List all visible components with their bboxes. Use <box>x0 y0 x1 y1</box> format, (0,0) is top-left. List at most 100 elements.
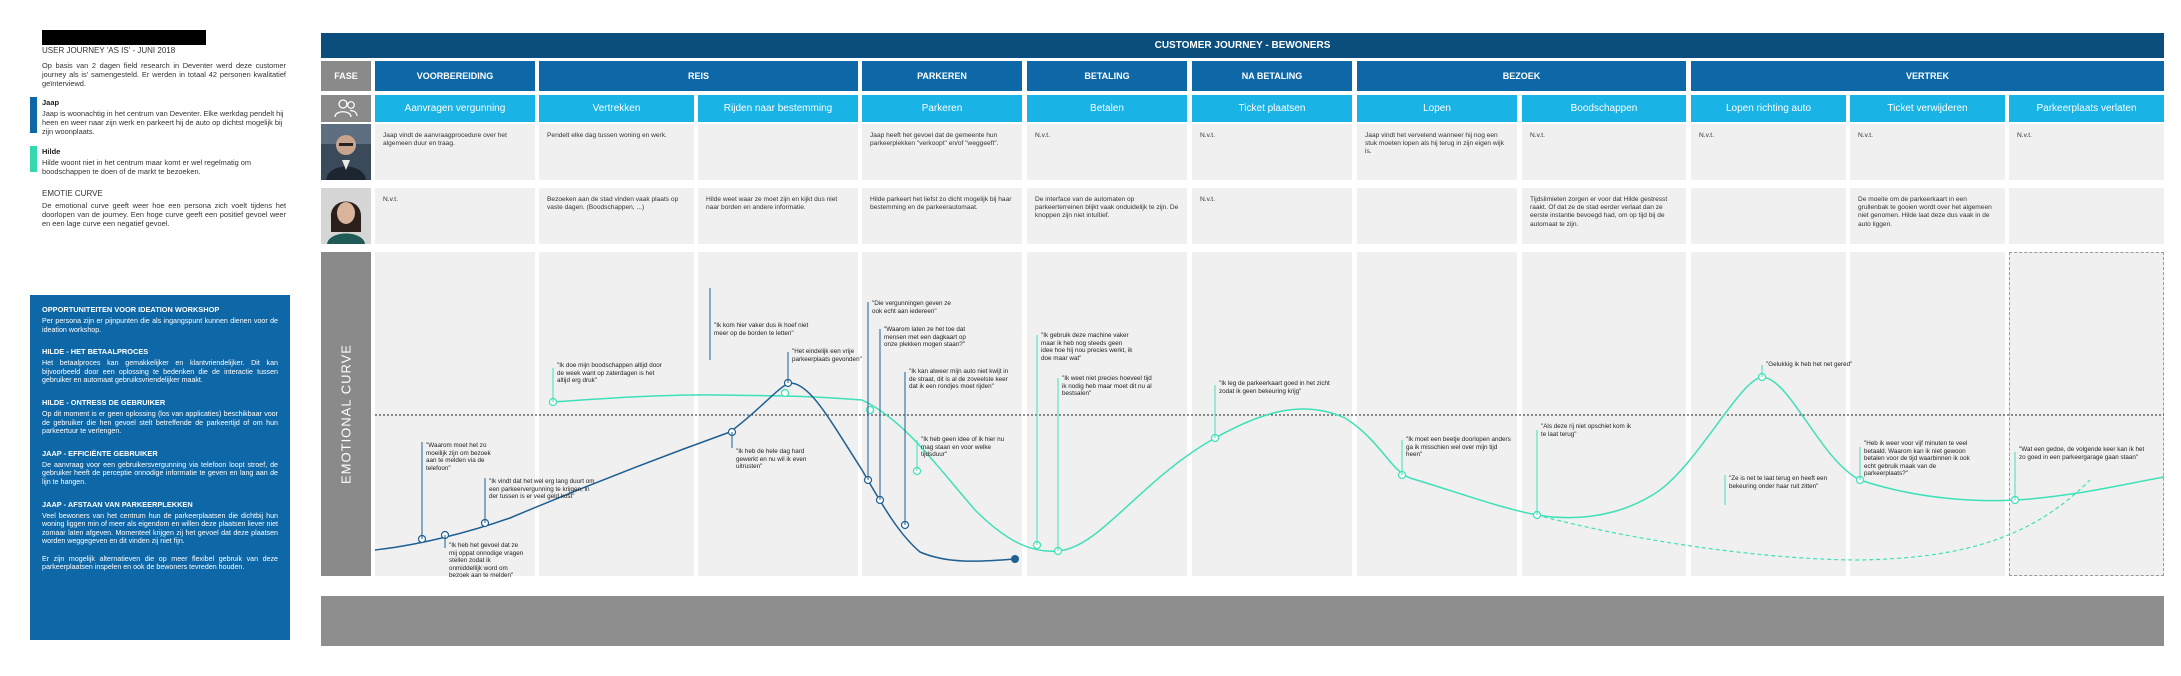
quote: "Ik gebruik deze machine vaker maar ik h… <box>1041 332 1133 362</box>
footer-bar <box>321 596 2164 646</box>
quote: "Ik heb het gevoel dat ze mij oppat onno… <box>449 542 524 580</box>
opp-text: Per persona zijn er pijnpunten die als i… <box>42 317 278 334</box>
phase-na-betaling: NA BETALING <box>1192 61 1352 91</box>
quote: "Het eindelijk een vrije parkeerplaats g… <box>792 348 862 363</box>
curve-column <box>698 252 858 576</box>
opp-text: De aanvraag voor een gebruikersvergunnin… <box>42 460 278 486</box>
opp-text: Op dit moment is er geen oplossing (los … <box>42 409 278 436</box>
jaap-cell: N.v.t. <box>1027 124 1187 180</box>
hilde-cell: Tijdslimieten zorgen er voor dat Hilde g… <box>1522 188 1686 244</box>
curve-column <box>375 252 535 576</box>
sidebar-title: USER JOURNEY 'AS IS' - JUNI 2018 <box>42 46 176 55</box>
redacted-header <box>42 30 206 45</box>
persona-text-hilde: Hilde woont niet in het centrum maar kom… <box>42 158 252 177</box>
quote: "Ik weet niet precies hoeveel tijd ik no… <box>1062 375 1152 398</box>
emotional-curve-label-box: EMOTIONAL CURVE <box>321 252 371 576</box>
curve-column <box>1850 252 2005 576</box>
hilde-cell: De moeite om de parkeerkaart in een grul… <box>1850 188 2005 244</box>
avatar-jaap <box>321 124 371 180</box>
phase-vertrek: VERTREK <box>1691 61 2164 91</box>
persona-name-jaap: Jaap <box>42 98 60 107</box>
fase-label: FASE <box>321 61 371 91</box>
persona-color-bar-jaap <box>30 97 37 133</box>
opp-title: JAAP - AFSTAAN VAN PARKEERPLEKKEN <box>42 499 193 509</box>
people-icon <box>334 99 358 118</box>
curve-column <box>1357 252 1517 576</box>
hilde-cell <box>2009 188 2164 244</box>
step-ticket-plaatsen: Ticket plaatsen <box>1192 95 1352 122</box>
quote: "Ik doe mijn boodschappen altijd door de… <box>557 362 662 385</box>
persona-name-hilde: Hilde <box>42 147 61 156</box>
quote: "Waarom moet het zo moeilijk zijn om bez… <box>426 442 491 472</box>
curve-column <box>539 252 694 576</box>
jaap-cell: N.v.t. <box>1192 124 1352 180</box>
step-vertrekken: Vertrekken <box>539 95 694 122</box>
jaap-cell: Jaap vindt de aanvraagprocedure over het… <box>375 124 535 180</box>
emo-curve-text: De emotional curve geeft weer hoe een pe… <box>42 201 286 229</box>
persona-header-box <box>321 95 371 122</box>
phase-parkeren: PARKEREN <box>862 61 1022 91</box>
jaap-cell: Jaap heeft het gevoel dat de gemeente hu… <box>862 124 1022 180</box>
hilde-cell: N.v.t. <box>375 188 535 244</box>
opp-text: Veel bewoners van het centrum hun de par… <box>42 511 278 572</box>
persona-color-bar-hilde <box>30 146 37 172</box>
curve-column <box>1691 252 1846 576</box>
step-boodschappen: Boodschappen <box>1522 95 1686 122</box>
curve-column <box>2009 252 2164 576</box>
persona-text-jaap: Jaap is woonachtig in het centrum van De… <box>42 109 284 137</box>
hilde-point <box>780 388 790 398</box>
hilde-cell <box>1691 188 1846 244</box>
opportunities-panel: OPPORTUNITEITEN VOOR IDEATION WORKSHOP P… <box>30 295 290 640</box>
curve-column <box>1522 252 1686 576</box>
jaap-cell: N.v.t. <box>1522 124 1686 180</box>
step-ticket-verwijderen: Ticket verwijderen <box>1850 95 2005 122</box>
jaap-cell <box>698 124 858 180</box>
hilde-cell: Hilde parkeert het liefst zo dicht mogel… <box>862 188 1022 244</box>
opp-text: Het betaalproces kan gemakkelijker en kl… <box>42 359 278 385</box>
quote: "Wat een gedoe, de volgende keer kan ik … <box>2019 446 2145 461</box>
jaap-cell: N.v.t. <box>1850 124 2005 180</box>
hilde-cell: Bezoeken aan de stad vinden vaak plaats … <box>539 188 694 244</box>
opp-title: JAAP - EFFICIËNTE GEBRUIKER <box>42 448 158 458</box>
quote: "Als deze rij niet opschiet kom ik te la… <box>1541 423 1632 438</box>
hilde-cell <box>1357 188 1517 244</box>
step-aanvragen-vergunning: Aanvragen vergunning <box>375 95 535 122</box>
hilde-cell: N.v.t. <box>1192 188 1352 244</box>
opp-title: HILDE - ONTRESS DE GEBRUIKER <box>42 397 166 407</box>
jaap-cell: N.v.t. <box>2009 124 2164 180</box>
quote: "Ik vindt dat het wel erg lang duurt om … <box>489 478 595 501</box>
step-parkeerplaats-verlaten: Parkeerplaats verlaten <box>2009 95 2164 122</box>
hilde-curve-alt <box>1536 479 2091 561</box>
quote: "Ik moet een beetje doorlopen anders ga … <box>1406 436 1511 459</box>
jaap-cell: N.v.t. <box>1691 124 1846 180</box>
step-parkeren: Parkeren <box>862 95 1022 122</box>
step-rijden: Rijden naar bestemming <box>698 95 858 122</box>
jaap-cell: Pendelt elke dag tussen woning en werk. <box>539 124 694 180</box>
step-lopen-richting-auto: Lopen richting auto <box>1691 95 1846 122</box>
jaap-cell: Jaap vindt het vervelend wanneer hij nog… <box>1357 124 1517 180</box>
quote: "Gelukkig ik heb het net gered" <box>1766 361 1853 368</box>
avatar-hilde <box>321 188 371 244</box>
quote: "Die vergunningen geven ze ook echt aan … <box>872 300 951 315</box>
quote: "Waarom laten ze het toe dat mensen met … <box>884 326 966 349</box>
quote: "Heb ik weer voor vijf minuten te veel b… <box>1864 440 1970 478</box>
step-lopen: Lopen <box>1357 95 1517 122</box>
quote: "Ik kom hier vaker dus ik hoef niet meer… <box>714 322 809 337</box>
phase-betaling: BETALING <box>1027 61 1187 91</box>
quote: "Ik kan alweer mijn auto niet kwijt in d… <box>909 368 1009 391</box>
phase-voorbereiding: VOORBEREIDING <box>375 61 535 91</box>
hilde-cell: De interface van de automaten op parkeer… <box>1027 188 1187 244</box>
quote: "Ze is net te laat terug en heeft een be… <box>1729 475 1828 490</box>
curve-column <box>1027 252 1187 576</box>
curve-column <box>862 252 1022 576</box>
opp-title: OPPORTUNITEITEN VOOR IDEATION WORKSHOP <box>42 305 220 314</box>
opp-title: HILDE - HET BETAALPROCES <box>42 347 149 357</box>
phase-reis: REIS <box>539 61 858 91</box>
phase-bezoek: BEZOEK <box>1357 61 1686 91</box>
journey-banner: CUSTOMER JOURNEY - BEWONERS <box>321 33 2164 58</box>
quote: "Ik heb de hele dag hard gewerkt en nu w… <box>736 448 807 471</box>
jaap-end-point <box>1011 555 1019 563</box>
hilde-cell: Hilde weet waar ze moet zijn en kijkt du… <box>698 188 858 244</box>
emo-curve-title: EMOTIE CURVE <box>42 189 103 198</box>
